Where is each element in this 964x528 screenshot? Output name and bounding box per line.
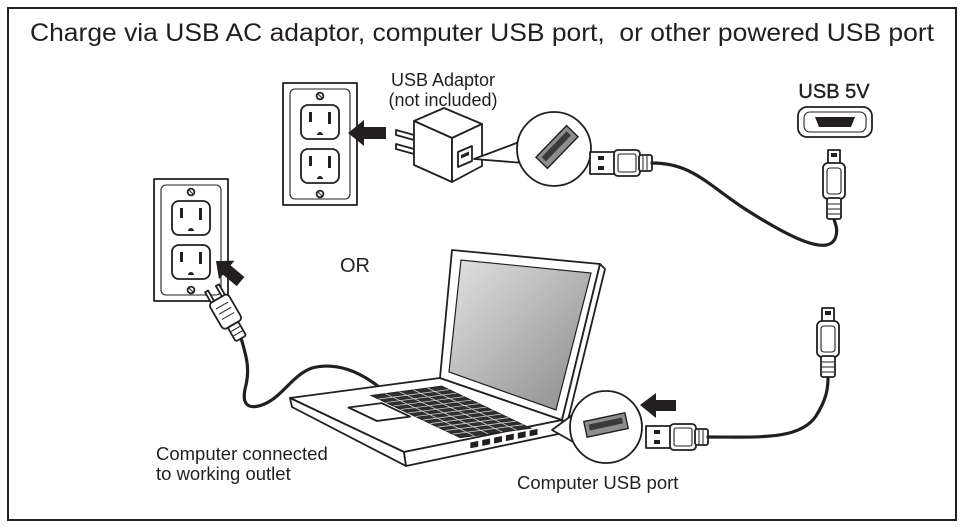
keyboard-column-line [452, 424, 524, 435]
receptacle-slot [180, 208, 183, 218]
outlet-label-line1: Computer connected [156, 443, 328, 464]
usb-a-hole [598, 166, 604, 170]
arrow-left-icon [640, 393, 676, 418]
micro-usb-plug-bottom [816, 307, 840, 378]
screw-slot [317, 93, 323, 99]
computer-usb-port-label: Computer USB port [517, 472, 678, 493]
receptacle-ground [317, 176, 323, 179]
wall-outlet-top [282, 82, 358, 206]
laptop-trackpad [347, 402, 411, 422]
magnified-port-tongue [588, 417, 624, 431]
laptop-side-port [470, 440, 479, 449]
receptacle-slot [309, 156, 312, 166]
magnified-computer-usb-port [582, 411, 630, 439]
usb-a-hole [654, 430, 660, 434]
micro-usb-body-inset [820, 325, 836, 353]
adaptor-label-line1: USB Adaptor [391, 70, 495, 90]
screw-slot [188, 287, 194, 293]
plug-strain-relief [227, 321, 247, 342]
screw-slot [317, 191, 323, 197]
usb-cable-bottom [706, 375, 830, 439]
keyboard-column-line [378, 389, 450, 400]
laptop-side-port [529, 428, 538, 437]
diagram-title: Charge via USB AC adaptor, computer USB … [30, 19, 934, 47]
adaptor-label-line2: (not included) [388, 90, 497, 110]
arrow-left-icon [348, 120, 386, 146]
keyboard-column-line [400, 399, 472, 410]
keyboard-column-line [422, 410, 494, 421]
ac-plug-icon [204, 283, 247, 342]
micro-usb-plug-top [822, 149, 846, 220]
micro-usb-tip-slot [831, 153, 837, 157]
plug-grip-rib [215, 301, 229, 310]
usb-adaptor-icon [395, 107, 483, 183]
laptop-icon [289, 249, 606, 467]
keyboard-row-line [385, 393, 475, 437]
outlet-plate-inset [289, 88, 351, 200]
keyboard-column-line [430, 413, 502, 424]
adaptor-usb-port-slot [461, 151, 469, 159]
usb-5v-port-rim [803, 111, 867, 133]
usb-5v-port-slot [815, 117, 855, 127]
usb-a-strain-relief [638, 154, 653, 172]
receptacle-ground [317, 132, 323, 135]
keyboard-column-line [385, 392, 457, 403]
magnified-port-tongue [541, 131, 571, 162]
keyboard-column-line [408, 403, 479, 414]
strain-relief-rib [230, 326, 241, 332]
plug-grip-rib [218, 306, 232, 315]
receptacle-slot [199, 252, 202, 264]
strain-relief-rib [233, 330, 243, 337]
laptop-side-ports [470, 428, 538, 449]
or-label: OR [340, 255, 370, 277]
receptacle-slot [309, 112, 312, 122]
usb-a-body-inset [673, 427, 693, 447]
plug-grip-rib [221, 312, 235, 320]
keyboard-column-line [445, 420, 516, 431]
laptop-screen [448, 259, 592, 411]
laptop-side-port [482, 438, 491, 446]
keyboard-column-line [437, 417, 509, 428]
keyboard-column-line [415, 406, 487, 417]
usb-a-plug-top [589, 149, 653, 177]
usb-a-hole [654, 440, 660, 444]
laptop-power-cord [239, 336, 387, 409]
usb-cable-top [650, 161, 839, 247]
outlet-plate-inset [160, 184, 222, 296]
laptop-side-port [517, 431, 526, 439]
magnified-adaptor-usb-port [534, 124, 580, 170]
usb-a-metal-shell [589, 151, 616, 175]
receptacle-slot [328, 156, 331, 168]
keyboard-row-line [399, 391, 489, 435]
screw-slot [188, 189, 194, 195]
outlet-plate [153, 178, 229, 302]
laptop-side-port [494, 436, 502, 444]
usb-5v-label: USB 5V [798, 81, 870, 103]
receptacle-ground [188, 228, 194, 231]
keyboard-row-line [413, 389, 503, 433]
receptacle-slot [180, 252, 183, 262]
micro-usb-body-inset [826, 167, 842, 195]
receptacle-slot [328, 112, 331, 124]
wall-outlet-left [153, 178, 229, 302]
laptop-side-port [505, 433, 514, 442]
receptacle-slot [199, 208, 202, 220]
arrow-up-left-icon [216, 260, 245, 287]
usb-a-hole [598, 156, 604, 160]
usb-a-strain-relief [694, 428, 709, 446]
receptacle-ground [188, 272, 194, 275]
keyboard-column-line [393, 396, 464, 407]
keyboard-key-grid [378, 387, 524, 437]
outlet-label-line2: to working outlet [156, 463, 291, 484]
usb-a-metal-shell [645, 425, 672, 449]
usb-a-body-inset [617, 153, 637, 173]
keyboard-row-line [427, 387, 517, 431]
micro-usb-tip-slot [825, 311, 831, 315]
outlet-plate [282, 82, 358, 206]
usb-5v-port-icon [797, 106, 873, 138]
